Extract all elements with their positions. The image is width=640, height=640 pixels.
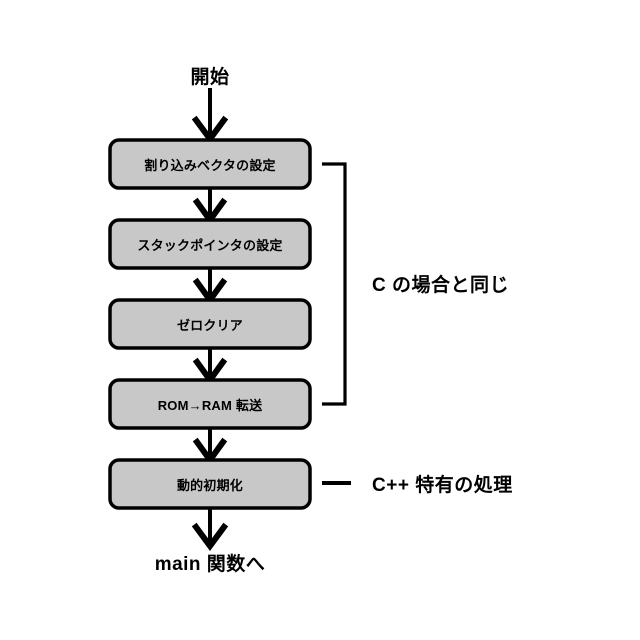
process-box-step-2	[108, 218, 312, 270]
process-box-step-3	[108, 298, 312, 350]
process-node-step-4[interactable]	[110, 380, 310, 428]
process-box-step-4	[108, 378, 312, 430]
process-node-step-1[interactable]	[110, 140, 310, 188]
process-box-step-5	[108, 458, 312, 510]
process-box-step-1	[108, 138, 312, 190]
process-node-step-5[interactable]	[110, 460, 310, 508]
process-node-step-3[interactable]	[110, 300, 310, 348]
bracket-c-same	[322, 162, 347, 406]
arrow-step-5-to-end	[191, 508, 229, 552]
process-node-step-2[interactable]	[110, 220, 310, 268]
